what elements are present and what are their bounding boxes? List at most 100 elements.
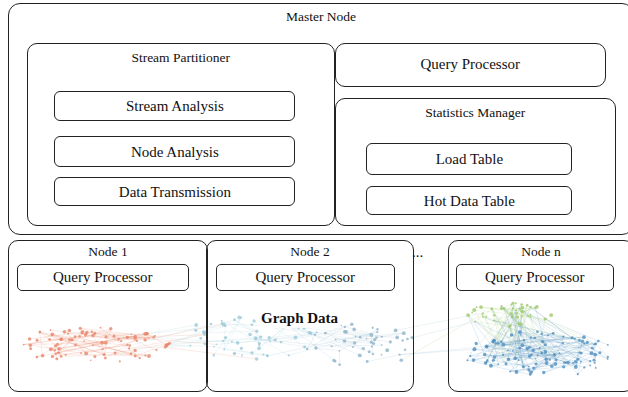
graph-vertex [497, 363, 499, 365]
graph-vertex [54, 344, 57, 347]
graph-edge [496, 340, 525, 343]
graph-vertex [224, 325, 227, 328]
graph-vertex [269, 341, 271, 343]
processor-box: Query Processor [17, 264, 189, 291]
graph-vertex [114, 351, 117, 354]
graph-vertex [492, 339, 495, 342]
graph-vertex [404, 349, 406, 351]
graph-vertex [164, 346, 167, 349]
graph-edge [487, 308, 513, 360]
graph-vertex [481, 313, 483, 315]
graph-vertex [485, 344, 489, 348]
graph-vertex [216, 344, 218, 346]
graph-vertex [81, 332, 83, 334]
graph-vertex [352, 346, 354, 348]
graph-vertex [266, 354, 269, 357]
graph-vertex [607, 344, 609, 346]
graph-vertex [576, 358, 579, 361]
graph-vertex [494, 343, 496, 345]
graph-edge [332, 337, 382, 346]
graph-edge [40, 332, 104, 355]
graph-vertex [119, 360, 121, 362]
graph-vertex [257, 346, 261, 350]
graph-vertex [402, 331, 406, 335]
graph-edge [325, 333, 363, 349]
graph-vertex [593, 343, 595, 345]
partitioner-box: Stream PartitionerStream AnalysisNode An… [27, 43, 335, 226]
graph-vertex [126, 344, 128, 346]
graph-vertex [520, 334, 522, 336]
graph-vertex [394, 329, 398, 333]
graph-vertex [81, 330, 85, 334]
graph-vertex [332, 359, 335, 362]
graph-edge [367, 355, 399, 362]
graph-vertex [529, 314, 531, 316]
graph-vertex [486, 346, 488, 348]
graph-vertex [526, 304, 529, 307]
graph-vertex [273, 338, 276, 341]
graph-vertex [104, 357, 107, 360]
graph-vertex [381, 354, 383, 356]
graph-vertex [221, 322, 223, 324]
graph-vertex [355, 336, 357, 338]
graph-vertex [368, 350, 371, 353]
graph-vertex [515, 309, 517, 311]
graph-vertex [485, 362, 487, 364]
graph-vertex [48, 338, 51, 341]
graph-vertex [213, 346, 215, 348]
graph-vertex [540, 333, 542, 335]
graph-edge [95, 333, 149, 338]
graph-vertex [350, 323, 353, 326]
graph-vertex [566, 361, 570, 365]
graph-vertex [565, 362, 567, 364]
graph-edge [468, 315, 485, 354]
box-heading: Node 1 [9, 245, 207, 260]
graph-vertex [143, 338, 146, 341]
graph-edge [508, 344, 595, 360]
graph-edge [214, 317, 242, 355]
graph-vertex [255, 357, 259, 361]
graph-vertex [91, 331, 93, 333]
graph-vertex [577, 373, 579, 375]
graph-vertex [542, 371, 545, 374]
graph-vertex [535, 362, 538, 365]
graph-vertex [359, 336, 362, 339]
graph-vertex [358, 353, 362, 357]
ellipsis: ... [412, 244, 423, 261]
graph-vertex [490, 307, 493, 310]
graph-vertex [223, 349, 225, 351]
graph-vertex [371, 345, 373, 347]
graph-vertex [510, 312, 513, 315]
graph-edge [508, 359, 523, 366]
graph-vertex [139, 357, 141, 359]
graph-vertex [489, 364, 493, 368]
graph-vertex [372, 353, 374, 355]
graph-edge [286, 326, 354, 343]
graph-vertex [500, 341, 503, 344]
graph-vertex [483, 353, 487, 357]
processor-box: Query Processor [216, 264, 395, 291]
graph-vertex [92, 344, 94, 346]
graph-vertex [594, 362, 596, 364]
graph-edge [169, 320, 234, 344]
graph-edge [119, 325, 197, 339]
graph-vertex [57, 347, 61, 351]
graph-edge [544, 363, 573, 372]
table-box: Load Table [366, 143, 572, 175]
graph-vertex [84, 333, 88, 337]
graph-vertex [221, 320, 223, 322]
graph-edge [286, 326, 369, 352]
graph-vertex [331, 345, 333, 347]
graph-vertex [399, 358, 403, 362]
graph-vertex [535, 358, 537, 360]
graph-vertex [194, 323, 198, 327]
graph-vertex [74, 336, 77, 339]
graph-edge [356, 332, 378, 336]
graph-vertex [233, 352, 236, 355]
graph-vertex [476, 306, 478, 308]
graph-vertex [344, 326, 346, 328]
graph-vertex [78, 335, 80, 337]
graph-vertex [537, 354, 539, 356]
graph-edge [135, 344, 168, 356]
